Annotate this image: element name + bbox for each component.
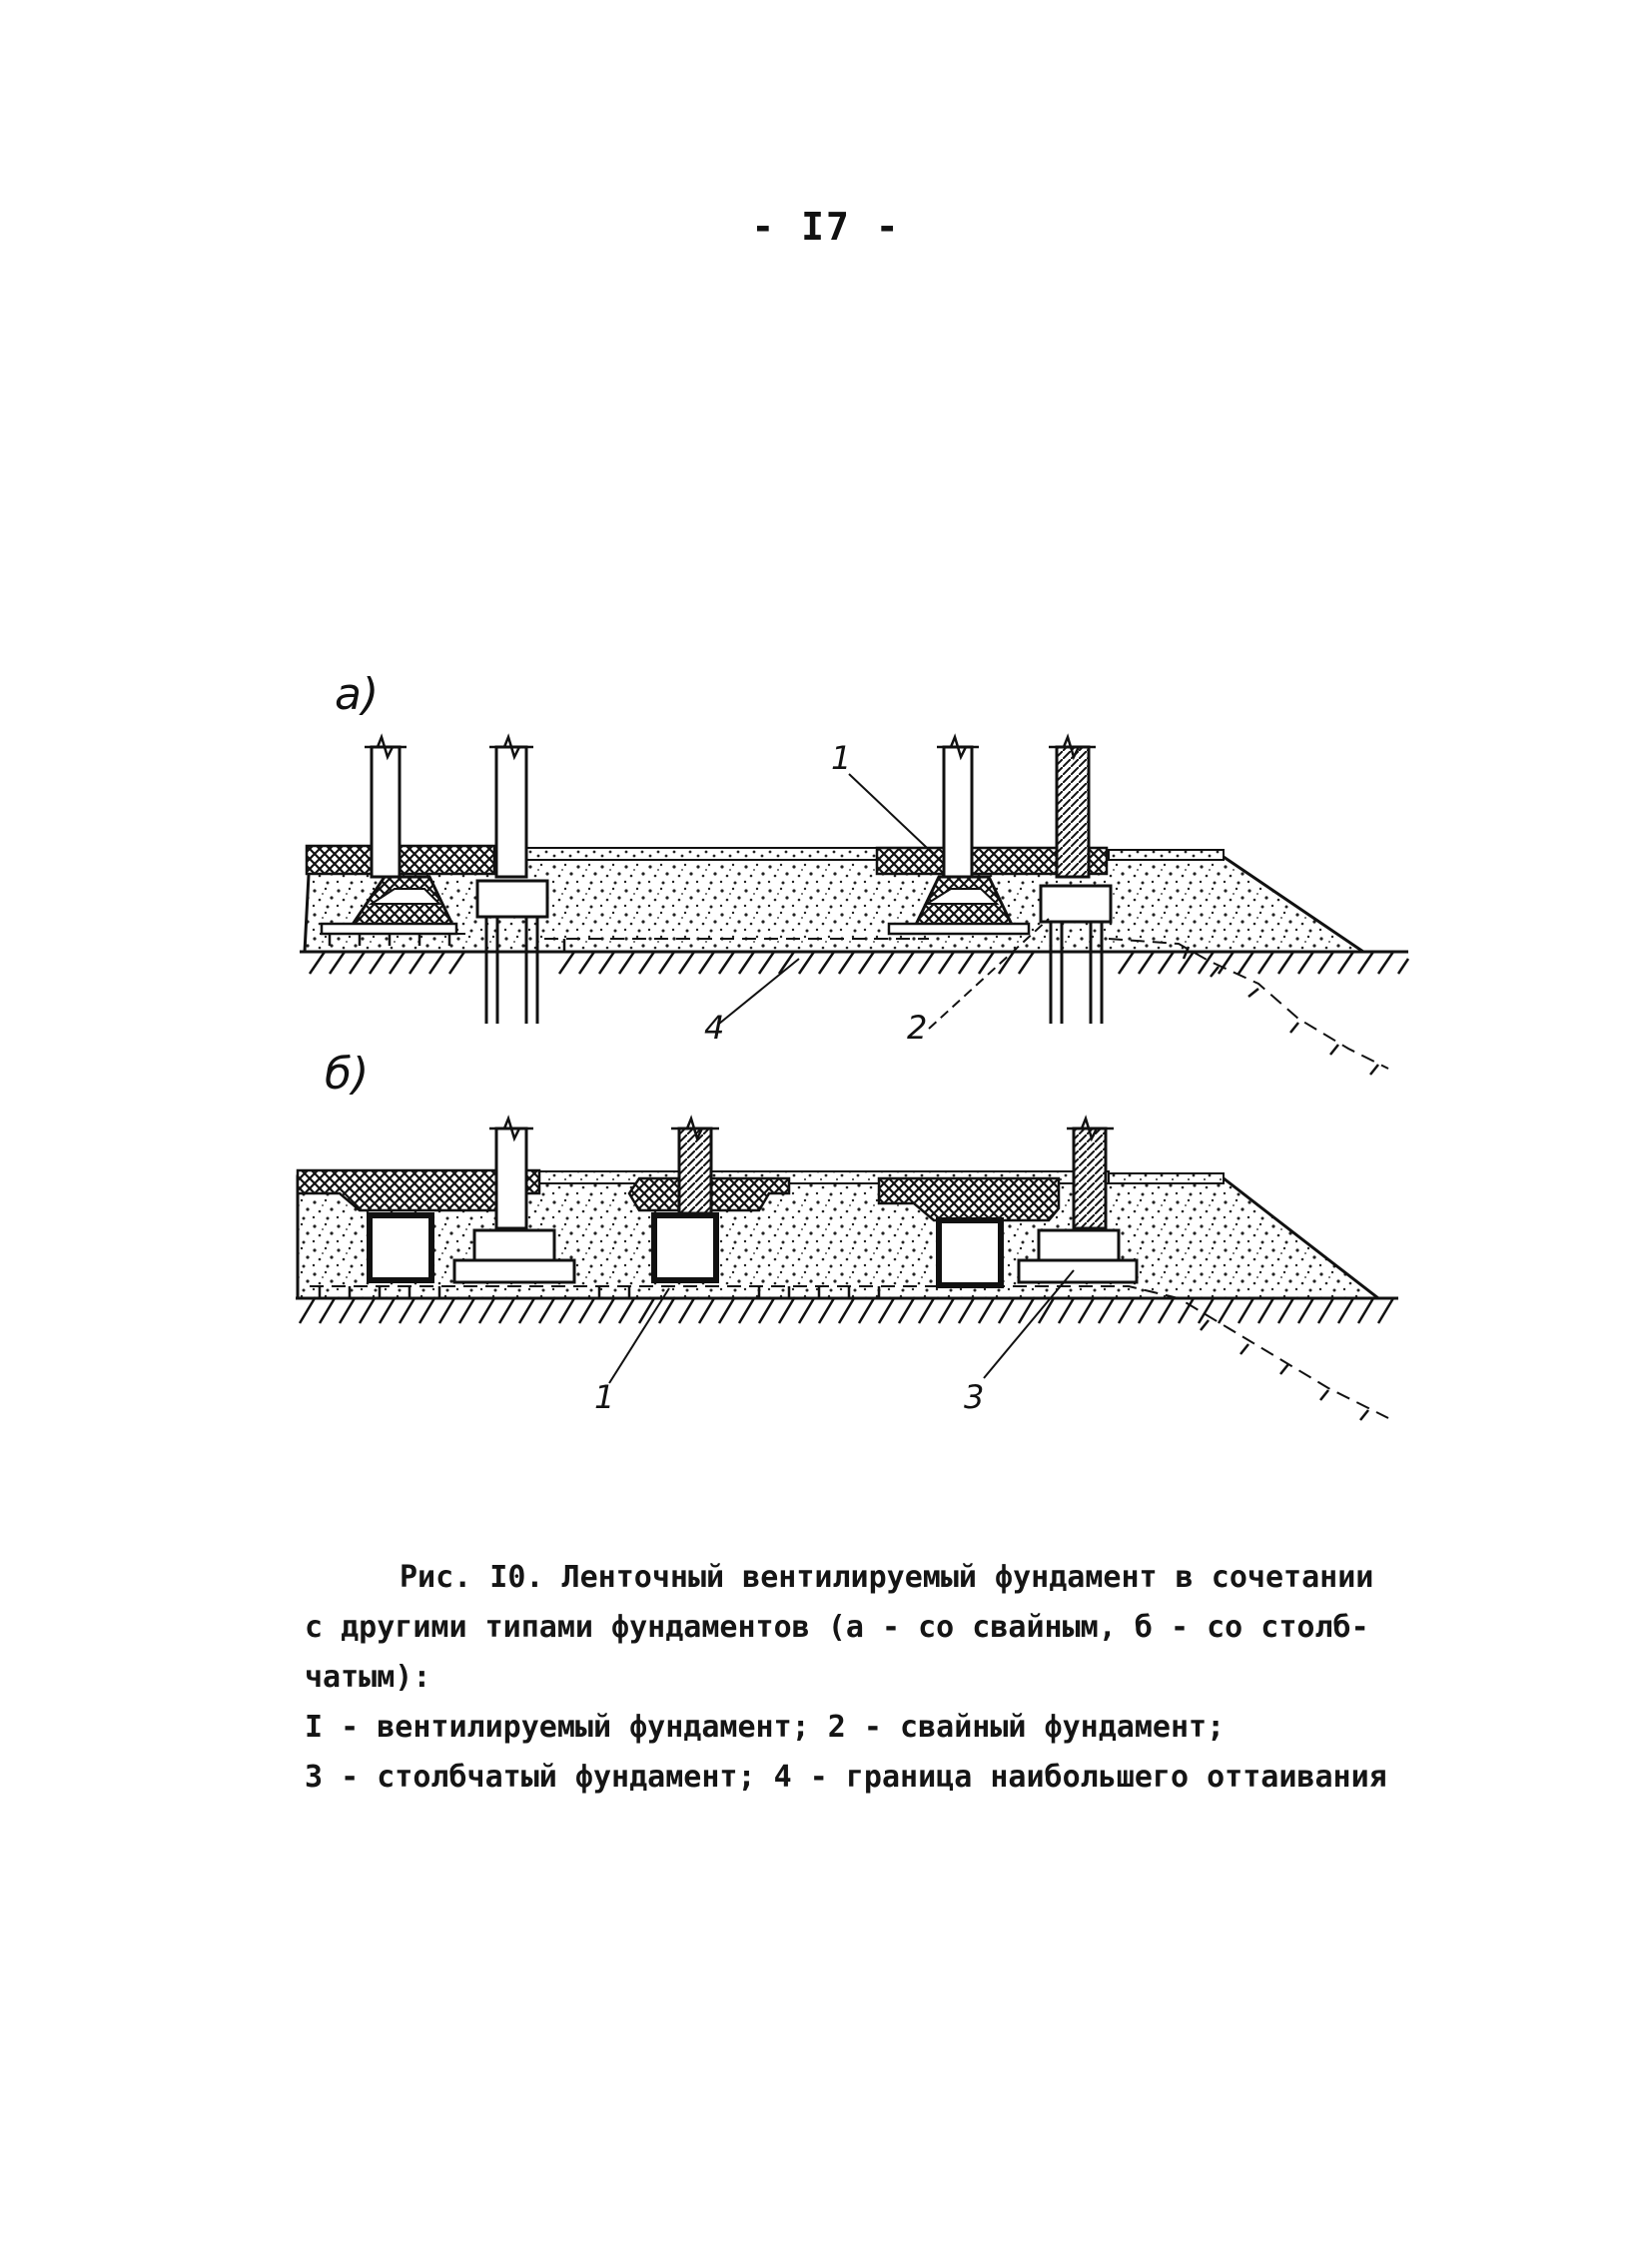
callout-b-3: 3 — [964, 1378, 985, 1416]
panel-b-drawing — [296, 1115, 1398, 1421]
figure-caption: Рис. I0. Ленточный вентилируемый фундаме… — [305, 1553, 1433, 1803]
caption-line-1: Рис. I0. Ленточный вентилируемый фундаме… — [400, 1560, 1374, 1595]
callout-b-1: 1 — [594, 1378, 615, 1416]
thaw-boundary-a — [320, 933, 1389, 1070]
column-a1 — [370, 745, 402, 879]
pile-cap-a2 — [1039, 884, 1113, 924]
ground-hatch-a — [308, 951, 1410, 975]
panel-a-label: а) — [335, 669, 380, 720]
caption-line-4: I - вентилируемый фундамент; 2 - свайный… — [305, 1710, 1226, 1745]
column-footing-b2a — [1037, 1228, 1121, 1262]
vent-box-b3 — [936, 1217, 1004, 1288]
crosshatch-slab-b1 — [296, 1168, 541, 1212]
panel-b-label: б) — [325, 1049, 370, 1100]
column-footing-b1b — [452, 1258, 576, 1284]
vent-box-b1 — [367, 1212, 434, 1283]
vent-box-b2 — [651, 1212, 719, 1283]
caption-line-3: чатым): — [305, 1660, 431, 1695]
page-number: - I7 - — [751, 205, 901, 249]
caption-line-5: 3 - столбчатый фундамент; 4 - граница на… — [305, 1760, 1387, 1795]
floor-strip-a2 — [1108, 849, 1225, 861]
column-b1 — [494, 1126, 528, 1230]
column-a4 — [1055, 745, 1091, 879]
column-a3 — [942, 745, 974, 879]
ground-hatch-b — [298, 1297, 1395, 1324]
caption-line-2: с другими типами фундаментов (а - со сва… — [305, 1610, 1369, 1645]
callout-a-2: 2 — [907, 1009, 928, 1047]
floor-strip-a — [493, 847, 880, 861]
column-footing-b1a — [472, 1228, 556, 1262]
pile-cap-a1 — [475, 879, 549, 919]
callout-a-4: 4 — [704, 1009, 725, 1047]
thaw-boundary-b — [310, 1285, 1389, 1419]
column-b2 — [677, 1126, 713, 1215]
callout-a-1: 1 — [831, 739, 852, 777]
panel-a-drawing — [300, 733, 1410, 1076]
column-footing-b2b — [1017, 1258, 1139, 1284]
column-b3 — [1072, 1126, 1108, 1230]
column-a2 — [494, 745, 528, 879]
